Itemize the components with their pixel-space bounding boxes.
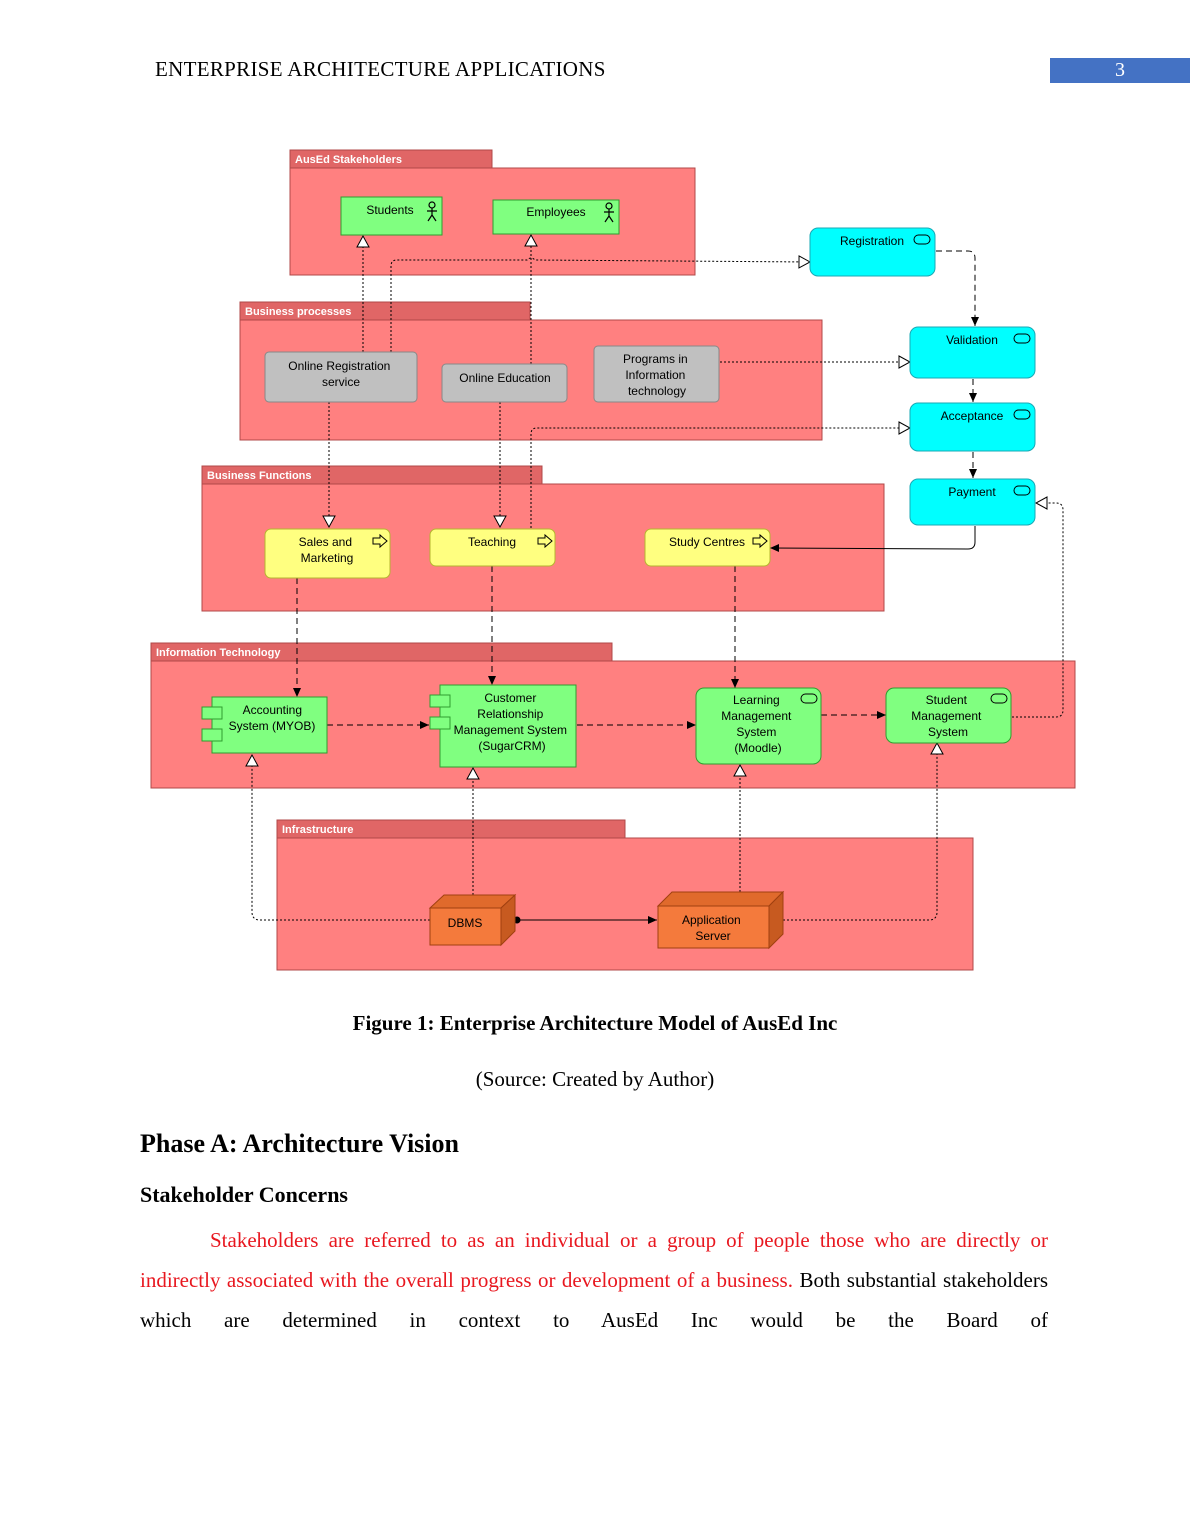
node-label-acceptance: Acceptance — [941, 409, 1004, 423]
svg-text:Student Management: Student Management System — [911, 693, 984, 739]
service-icon — [1013, 409, 1031, 420]
node-sms: Student Management System — [885, 687, 1012, 744]
node-label-lms-1: Learning — [733, 693, 780, 707]
node-label-crm-3: Management System — [454, 723, 567, 737]
node-label-students: Students — [366, 203, 413, 217]
service-icon — [1013, 485, 1031, 496]
node-label-programs-2: Information — [625, 368, 685, 382]
node-sales-marketing: Sales and Marketing — [264, 528, 391, 579]
running-header: ENTERPRISE ARCHITECTURE APPLICATIONS — [155, 57, 606, 81]
subsection-heading: Stakeholder Concerns — [140, 1182, 348, 1207]
paragraph-text: Both substantial stakeholders which are … — [140, 1268, 1048, 1332]
page-number: 3 — [1050, 58, 1190, 83]
node-label-validation: Validation — [946, 333, 998, 347]
figure-source: (Source: Created by Author) — [475, 1067, 715, 1091]
service-icon — [913, 234, 931, 245]
layer-label-information-technology: Information Technology — [156, 647, 281, 659]
node-lms: Learning Management System (Moodle) — [695, 687, 822, 765]
connector-appserver-sms — [783, 741, 944, 921]
node-study-centres: Study Centres — [644, 528, 771, 567]
node-label-teaching: Teaching — [468, 535, 516, 549]
node-students: Students — [340, 196, 443, 236]
svg-text:Customer Relationship: Customer Relationship Management System … — [454, 691, 571, 753]
connector-onlinereg-registration — [390, 255, 812, 352]
connector-payment-studycentres — [769, 526, 976, 553]
node-label-online-education: Online Education — [459, 371, 550, 385]
function-arrow-icon — [372, 533, 388, 549]
node-label-programs-3: technology — [628, 384, 686, 398]
node-online-registration: Online Registration service — [264, 351, 418, 403]
layer-infrastructure: Infrastructure — [276, 819, 974, 971]
service-icon — [990, 693, 1008, 704]
node-label-lms-3: System — [736, 725, 776, 739]
actor-icon — [427, 201, 437, 222]
layer-label-business-functions: Business Functions — [207, 470, 312, 482]
node-label-online-registration-1: Online Registration — [288, 359, 390, 373]
node-validation: Validation — [909, 326, 1036, 379]
node-label-online-registration-2: service — [322, 375, 360, 389]
node-registration: Registration — [809, 227, 936, 277]
node-label-app-server-2: Server — [695, 929, 730, 943]
connector-registration-validation — [936, 250, 979, 326]
svg-text:Online Registration serv: Online Registration service — [288, 359, 393, 389]
node-crm: Customer Relationship Management System … — [429, 684, 577, 768]
svg-text:Accounting System (MYOB): Accounting System (MYOB) — [229, 703, 316, 733]
node-label-registration: Registration — [840, 234, 904, 248]
body-paragraph: Stakeholders are referred to as an indiv… — [140, 1220, 1048, 1340]
connector-dbms-accounting — [245, 753, 430, 921]
layer-label-infrastructure: Infrastructure — [282, 824, 354, 836]
node-online-education: Online Education — [441, 363, 568, 403]
svg-text:Learning Management: Learning Management System (Moodle) — [721, 693, 794, 755]
node-accounting: Accounting System (MYOB) — [201, 696, 328, 754]
section-heading: Phase A: Architecture Vision — [140, 1129, 459, 1158]
service-icon — [1013, 333, 1031, 344]
node-label-crm-2: Relationship — [477, 707, 543, 721]
component-icon — [201, 728, 223, 742]
node-label-sms-1: Student — [926, 693, 968, 707]
node-acceptance: Acceptance — [909, 402, 1036, 452]
node-label-study-centres: Study Centres — [669, 535, 745, 549]
component-icon — [201, 706, 223, 720]
component-icon — [429, 716, 451, 730]
node-label-accounting-2: System (MYOB) — [229, 719, 316, 733]
svg-text:Application Server: Application Server — [682, 913, 744, 943]
paragraph-highlight-text: Stakeholders are referred to as an indiv… — [140, 1228, 1048, 1292]
node-teaching: Teaching — [429, 528, 556, 567]
node-programs-it: Programs in Information technology — [593, 345, 720, 403]
node-label-dbms: DBMS — [448, 916, 483, 930]
node-label-crm-4: (SugarCRM) — [478, 739, 545, 753]
architecture-diagram: AusEd Stakeholders Business processes Bu… — [150, 149, 1076, 971]
node-label-accounting-1: Accounting — [243, 703, 302, 717]
node-label-employees: Employees — [526, 205, 585, 219]
node-label-programs-1: Programs in — [623, 352, 688, 366]
function-arrow-icon — [752, 533, 768, 549]
node-label-sms-3: System — [928, 725, 968, 739]
component-icon — [429, 694, 451, 708]
function-arrow-icon — [537, 533, 553, 549]
node-label-crm-1: Customer — [484, 691, 536, 705]
service-icon — [800, 693, 818, 704]
node-label-lms-2: Management — [721, 709, 792, 723]
node-label-app-server-1: Application — [682, 913, 741, 927]
actor-icon — [604, 202, 614, 223]
layer-label-business-processes: Business processes — [245, 306, 351, 318]
node-app-server: Application Server — [656, 890, 785, 950]
node-dbms: DBMS — [428, 893, 517, 947]
figure-caption: Figure 1: Enterprise Architecture Model … — [352, 1011, 838, 1035]
node-label-lms-4: (Moodle) — [734, 741, 781, 755]
node-label-payment: Payment — [948, 485, 996, 499]
node-employees: Employees — [492, 199, 620, 235]
node-label-sales-2: Marketing — [301, 551, 354, 565]
svg-text:Programs in Information: Programs in Information technology — [623, 352, 691, 398]
svg-text:Sales and Marketing: Sales and Marketing — [299, 535, 356, 565]
layer-label-stakeholders: AusEd Stakeholders — [295, 154, 402, 166]
node-label-sms-2: Management — [911, 709, 982, 723]
node-payment: Payment — [909, 478, 1036, 526]
node-label-sales-1: Sales and — [299, 535, 352, 549]
